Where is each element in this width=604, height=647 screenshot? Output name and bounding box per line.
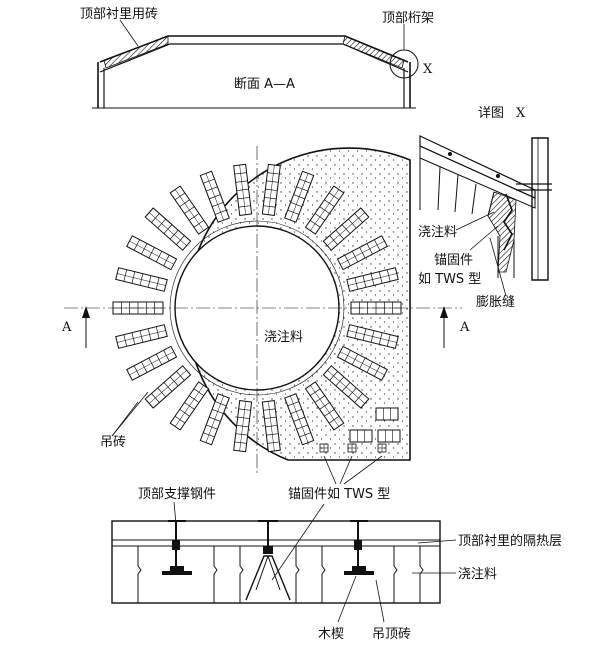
leader-detail-castable (455, 211, 495, 231)
plan-view: A A 浇注料 吊砖 锚固件如 TWS 型 (61, 146, 470, 502)
detail-title: 详图 (478, 106, 504, 121)
bottom-frame (111, 520, 441, 604)
leader-lining-brick (119, 19, 139, 47)
hanger-left (170, 566, 184, 571)
steel-support-left (162, 520, 192, 575)
hanging-brick-row (304, 185, 345, 235)
detail-anchor-outline (503, 193, 513, 251)
detail-column (531, 137, 549, 281)
lining-brick-right (342, 35, 405, 69)
label-ceiling-brick: 吊顶砖 (372, 627, 411, 642)
hanging-brick-row (144, 207, 192, 251)
section-title: 断面 A—A (234, 77, 295, 92)
detail-marker-x: X (423, 62, 433, 77)
hanging-brick-row (346, 267, 399, 292)
section-a-a: X 顶部衬里用砖 顶部桁架 断面 A—A (80, 7, 434, 109)
detail-title-marker: X (516, 106, 526, 121)
label-lining-brick: 顶部衬里用砖 (80, 7, 158, 22)
label-insulation: 顶部衬里的隔热层 (458, 533, 562, 549)
detail-castable (487, 191, 517, 273)
lining-brick-left (103, 35, 169, 69)
label-steel-support: 顶部支撑钢件 (138, 487, 216, 502)
brick-joint (419, 546, 424, 603)
leader-detail-anchor (469, 225, 499, 251)
leader-ceiling-brick (375, 579, 385, 623)
brick-joint (393, 546, 398, 603)
detail-bolt-2 (496, 174, 500, 178)
section-arrow-left-head (82, 306, 90, 318)
hanging-brick-row (261, 163, 281, 216)
roof-outline-inner (99, 43, 409, 73)
brick-joint (239, 546, 244, 603)
detail-brick-line-3 (454, 174, 459, 213)
corner-brick (375, 407, 399, 421)
leader-anchor-1 (323, 455, 337, 485)
leader-plan-anchor-bottom (271, 503, 325, 581)
hanging-brick-row (322, 207, 370, 251)
leader-anchor-2 (339, 455, 353, 485)
section-marker-left: A (61, 320, 72, 335)
ceiling-brick-joints (137, 546, 424, 603)
hanging-brick-row (126, 345, 178, 381)
label-detail-anchor-2: 如 TWS 型 (418, 271, 481, 287)
corner-brick (349, 429, 373, 443)
hanging-brick-row (169, 381, 210, 431)
hanging-brick-row (233, 163, 253, 216)
steel-support-right (344, 520, 374, 575)
steel-support-center (245, 520, 291, 601)
brick-joint (321, 546, 326, 603)
label-plan-anchor: 锚固件如 TWS 型 (288, 486, 390, 502)
hanging-brick-row (322, 365, 370, 409)
hanging-brick-row (304, 381, 345, 431)
hanging-brick-row (346, 324, 399, 349)
hanging-brick-row (336, 235, 388, 271)
leader-steel-support (173, 501, 177, 525)
hanging-brick-row (233, 400, 253, 453)
hanger-right (352, 566, 366, 571)
detail-bolt-1 (448, 152, 452, 156)
corner-brick (377, 429, 401, 443)
hanging-brick-row (199, 393, 230, 446)
hanging-brick-row (336, 345, 388, 381)
leader-detail-expansion (489, 237, 507, 297)
section-marker-right: A (459, 320, 470, 335)
tws-anchor (245, 555, 291, 601)
label-castable-bottom: 浇注料 (458, 567, 497, 582)
leader-insulation (417, 539, 457, 544)
label-detail-anchor-1: 锚固件 (434, 253, 473, 268)
corner-brick-blocks (349, 407, 401, 443)
hanging-brick-row (261, 400, 281, 453)
hanging-brick-row (284, 393, 315, 446)
detail-brick-line-4 (471, 183, 477, 215)
label-plan-castable: 浇注料 (264, 330, 303, 345)
detail-roof-steel (419, 135, 536, 199)
anchor-symbols (319, 443, 387, 453)
hanging-brick-row (169, 185, 210, 235)
hanging-brick-row (115, 324, 168, 349)
brick-joint (213, 546, 218, 603)
leader-hanging-brick-2 (111, 401, 139, 437)
leader-anchor-3 (343, 455, 383, 485)
bottom-section: 顶部支撑钢件 顶部衬里的隔热层 浇注料 木楔 吊顶砖 (111, 487, 562, 642)
leader-wood-wedge (337, 575, 357, 623)
brick-joint (295, 546, 300, 603)
label-detail-castable: 浇注料 (418, 225, 457, 240)
hanging-brick-row (144, 365, 192, 409)
hanging-brick-row (115, 267, 168, 292)
label-roof-truss: 顶部桁架 (382, 11, 434, 26)
hanging-brick-row (199, 170, 230, 223)
label-hanging-brick: 吊砖 (100, 435, 126, 450)
detail-x: 详图 X 浇注料 锚固件 如 TWS 型 膨胀缝 (418, 106, 552, 310)
label-detail-expansion-joint: 膨胀缝 (476, 295, 515, 310)
label-wood-wedge: 木楔 (318, 627, 344, 642)
section-arrow-right-head (440, 306, 448, 318)
hanging-brick-row (284, 170, 315, 223)
detail-roof-lining (419, 145, 536, 209)
detail-brick-line-2 (437, 166, 441, 211)
hanging-brick-row (126, 235, 178, 271)
brick-joint (137, 546, 142, 603)
